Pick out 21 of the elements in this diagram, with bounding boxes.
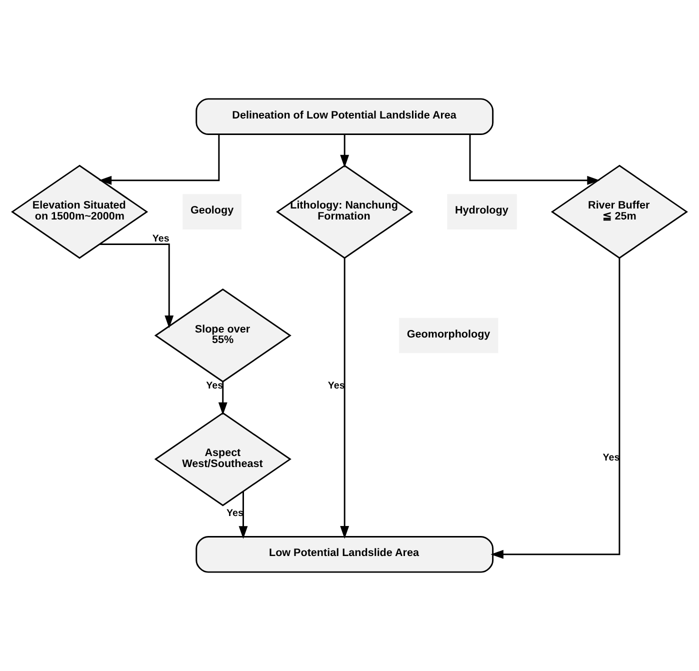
node-diamond: Aspect West/Southeast	[154, 412, 292, 506]
arrow	[100, 243, 174, 328]
edge-label: Yes	[226, 508, 244, 519]
arrow	[218, 382, 228, 416]
arrow	[238, 491, 248, 539]
node-box: Low Potential Landslide Area	[196, 536, 494, 573]
edge-label: Yes	[152, 234, 170, 245]
node-diamond: Lithology: Nanchung Formation	[276, 164, 414, 259]
arrow	[98, 134, 220, 185]
node-box: Delineation of Low Potential Landslide Area	[196, 98, 494, 135]
arrow	[490, 258, 620, 559]
node-diamond: Elevation Situated on 1500m~2000m	[11, 164, 148, 259]
arrow	[340, 258, 350, 539]
label: Geology	[190, 204, 234, 217]
arrow	[340, 134, 350, 168]
node-diamond: River Buffer ≦ 25m	[550, 164, 688, 259]
arrow	[469, 134, 600, 185]
label: Hydrology	[455, 204, 508, 217]
edge-label: Yes	[328, 380, 345, 392]
label: Geomorphology	[406, 328, 490, 340]
node-diamond: Slope over 55%	[154, 288, 292, 383]
